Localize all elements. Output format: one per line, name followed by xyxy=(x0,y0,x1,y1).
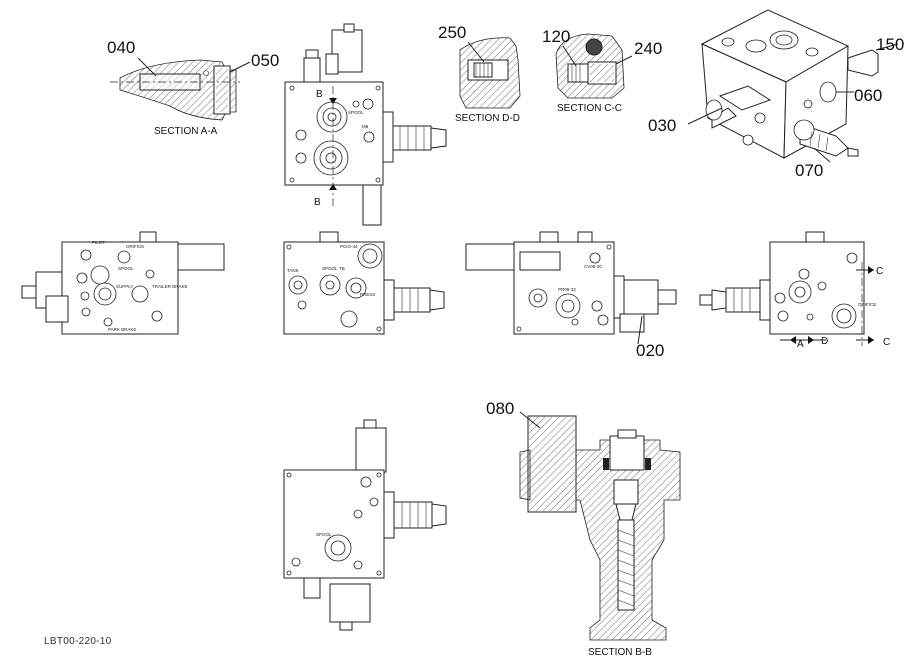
callout-060: 060 xyxy=(854,86,882,105)
middle-center-view: PCIO-44 TANK SPOOL TB PRESS xyxy=(283,231,445,335)
section-a-a-view: 040 050 SECTION A-A xyxy=(107,38,279,137)
drawing-number: LBT00-220-10 xyxy=(44,636,112,647)
view-marker-c-top: C xyxy=(876,266,883,277)
callout-120: 120 xyxy=(542,27,570,46)
label-cv: CV08-20 xyxy=(584,264,602,269)
callout-040: 040 xyxy=(107,38,135,57)
section-a-a-caption: SECTION A-A xyxy=(154,126,218,137)
label-tb: TB xyxy=(339,266,345,271)
section-b-b-view: 080 SECTION B-B xyxy=(486,399,681,658)
label-m8-top: M8 xyxy=(362,124,369,129)
callout-030: 030 xyxy=(648,116,676,135)
callout-070: 070 xyxy=(795,161,823,180)
label-press: PRESS xyxy=(360,292,375,297)
view-marker-b-top: B xyxy=(316,89,323,100)
view-marker-c-bottom: C xyxy=(883,337,890,348)
view-marker-a: A xyxy=(797,339,804,350)
label-spool-center: SPOOL xyxy=(322,266,338,271)
label-prob: PR08-32 xyxy=(558,287,576,292)
label-pcio: PCIO-44 xyxy=(340,244,358,249)
label-spool-top: SPOOL xyxy=(348,110,364,115)
callout-240: 240 xyxy=(634,39,662,58)
callout-080: 080 xyxy=(486,399,514,418)
callout-020: 020 xyxy=(636,341,664,360)
view-marker-d: D xyxy=(821,336,828,347)
isometric-view: 150 060 030 070 xyxy=(648,9,904,180)
label-supply: SUPPLY xyxy=(116,284,133,289)
view-marker-b-bottom: B xyxy=(314,197,321,208)
label-trailer-brake: TRAILER BRAKE xyxy=(152,284,188,289)
callout-050: 050 xyxy=(251,51,279,70)
section-c-c-view: 120 240 SECTION C-C xyxy=(542,27,662,114)
top-center-view: B B SPOOL M8 xyxy=(284,23,447,226)
bottom-center-view: SPOOL xyxy=(283,419,447,631)
middle-right-view: CV08-20 PR08-32 020 xyxy=(465,231,677,360)
label-spool-left: SPOOL xyxy=(118,266,134,271)
label-tank: TANK xyxy=(287,268,299,273)
middle-far-right-view: A D C C ORIFICE xyxy=(699,231,890,350)
section-d-d-caption: SECTION D-D xyxy=(455,113,520,124)
label-orifice-right: ORIFICE xyxy=(858,302,876,307)
label-pilot: PILOT xyxy=(92,240,105,245)
section-c-c-caption: SECTION C-C xyxy=(557,103,622,114)
label-orifice-left: ORIFICE xyxy=(126,244,144,249)
label-park-brake: PARK BRAKE xyxy=(108,327,136,332)
callout-150: 150 xyxy=(876,35,904,54)
section-b-b-caption: SECTION B-B xyxy=(588,647,652,658)
callout-250: 250 xyxy=(438,23,466,42)
middle-left-view: PILOT ORIFICE SPOOL SUPPLY TRAILER BRAKE… xyxy=(21,231,225,335)
section-d-d-view: 250 SECTION D-D xyxy=(438,23,521,124)
label-spool-bottom: SPOOL xyxy=(316,532,332,537)
